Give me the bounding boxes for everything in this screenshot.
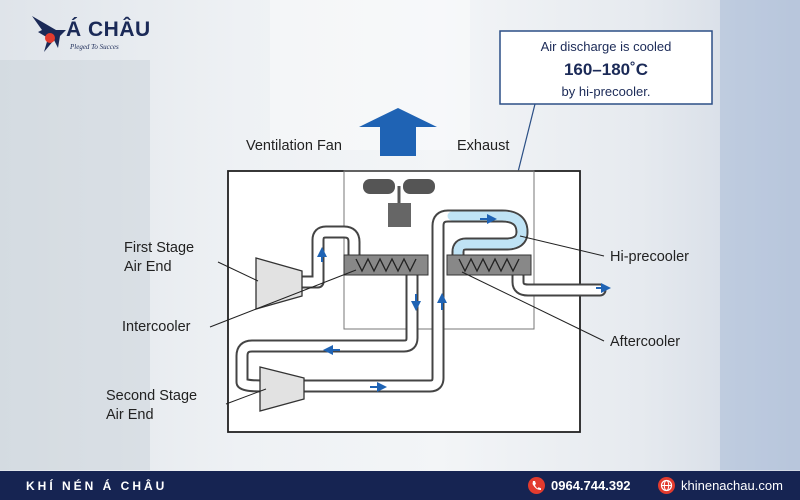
compressor-diagram: Air discharge is cooled 160–180˚C by hi-… xyxy=(106,30,713,433)
logo xyxy=(28,12,178,58)
ventilation-fan-label: Ventilation Fan xyxy=(246,138,342,154)
callout-box: Air discharge is cooled 160–180˚C by hi-… xyxy=(499,30,713,213)
second-stage-label-line2: Air End xyxy=(106,407,154,423)
first-stage-label-line2: Air End xyxy=(124,259,172,275)
footer-phone-link[interactable]: 0964.744.392 xyxy=(551,478,631,493)
logo-name: Á CHÂU xyxy=(66,18,151,41)
intercooler-label: Intercooler xyxy=(122,319,191,335)
footer-website-link[interactable]: khinenachau.com xyxy=(681,478,783,493)
aftercooler-leader xyxy=(461,271,605,342)
first-stage-label-line1: First Stage xyxy=(124,240,194,256)
flow-arrows xyxy=(317,214,611,392)
background-panel-right xyxy=(720,0,800,470)
exhaust-up-arrow xyxy=(359,108,437,156)
callout-line3: by hi-precooler. xyxy=(562,84,651,99)
first-stage-leader xyxy=(217,261,259,282)
intercooler-core xyxy=(343,254,429,276)
second-stage-leader xyxy=(225,388,267,405)
footer-bar: KHÍ NÉN Á CHÂU 0964.744.392 khinenachau.… xyxy=(0,471,800,500)
second-stage-air-end xyxy=(259,366,305,412)
phone-icon xyxy=(528,477,545,494)
globe-icon xyxy=(658,477,675,494)
exhaust-label: Exhaust xyxy=(457,138,509,154)
callout-line1: Air discharge is cooled xyxy=(541,39,672,54)
eagle-logo-icon xyxy=(32,16,66,52)
first-stage-air-end xyxy=(255,257,303,310)
second-stage-label-line1: Second Stage xyxy=(106,388,197,404)
hi-precooler-leader xyxy=(519,235,605,257)
callout-temperature: 160–180˚C xyxy=(564,60,648,79)
intercooler-leader xyxy=(209,269,357,328)
background-panel-left xyxy=(0,60,150,470)
air-piping xyxy=(235,209,607,393)
ventilation-fan-icon xyxy=(363,179,435,227)
hi-precooler-label: Hi-precooler xyxy=(610,249,689,265)
footer-brand: KHÍ NÉN Á CHÂU xyxy=(26,479,168,493)
aftercooler-core xyxy=(446,254,532,276)
logo-slogan: Pleged To Succes xyxy=(70,43,119,51)
aftercooler-label: Aftercooler xyxy=(610,334,680,350)
